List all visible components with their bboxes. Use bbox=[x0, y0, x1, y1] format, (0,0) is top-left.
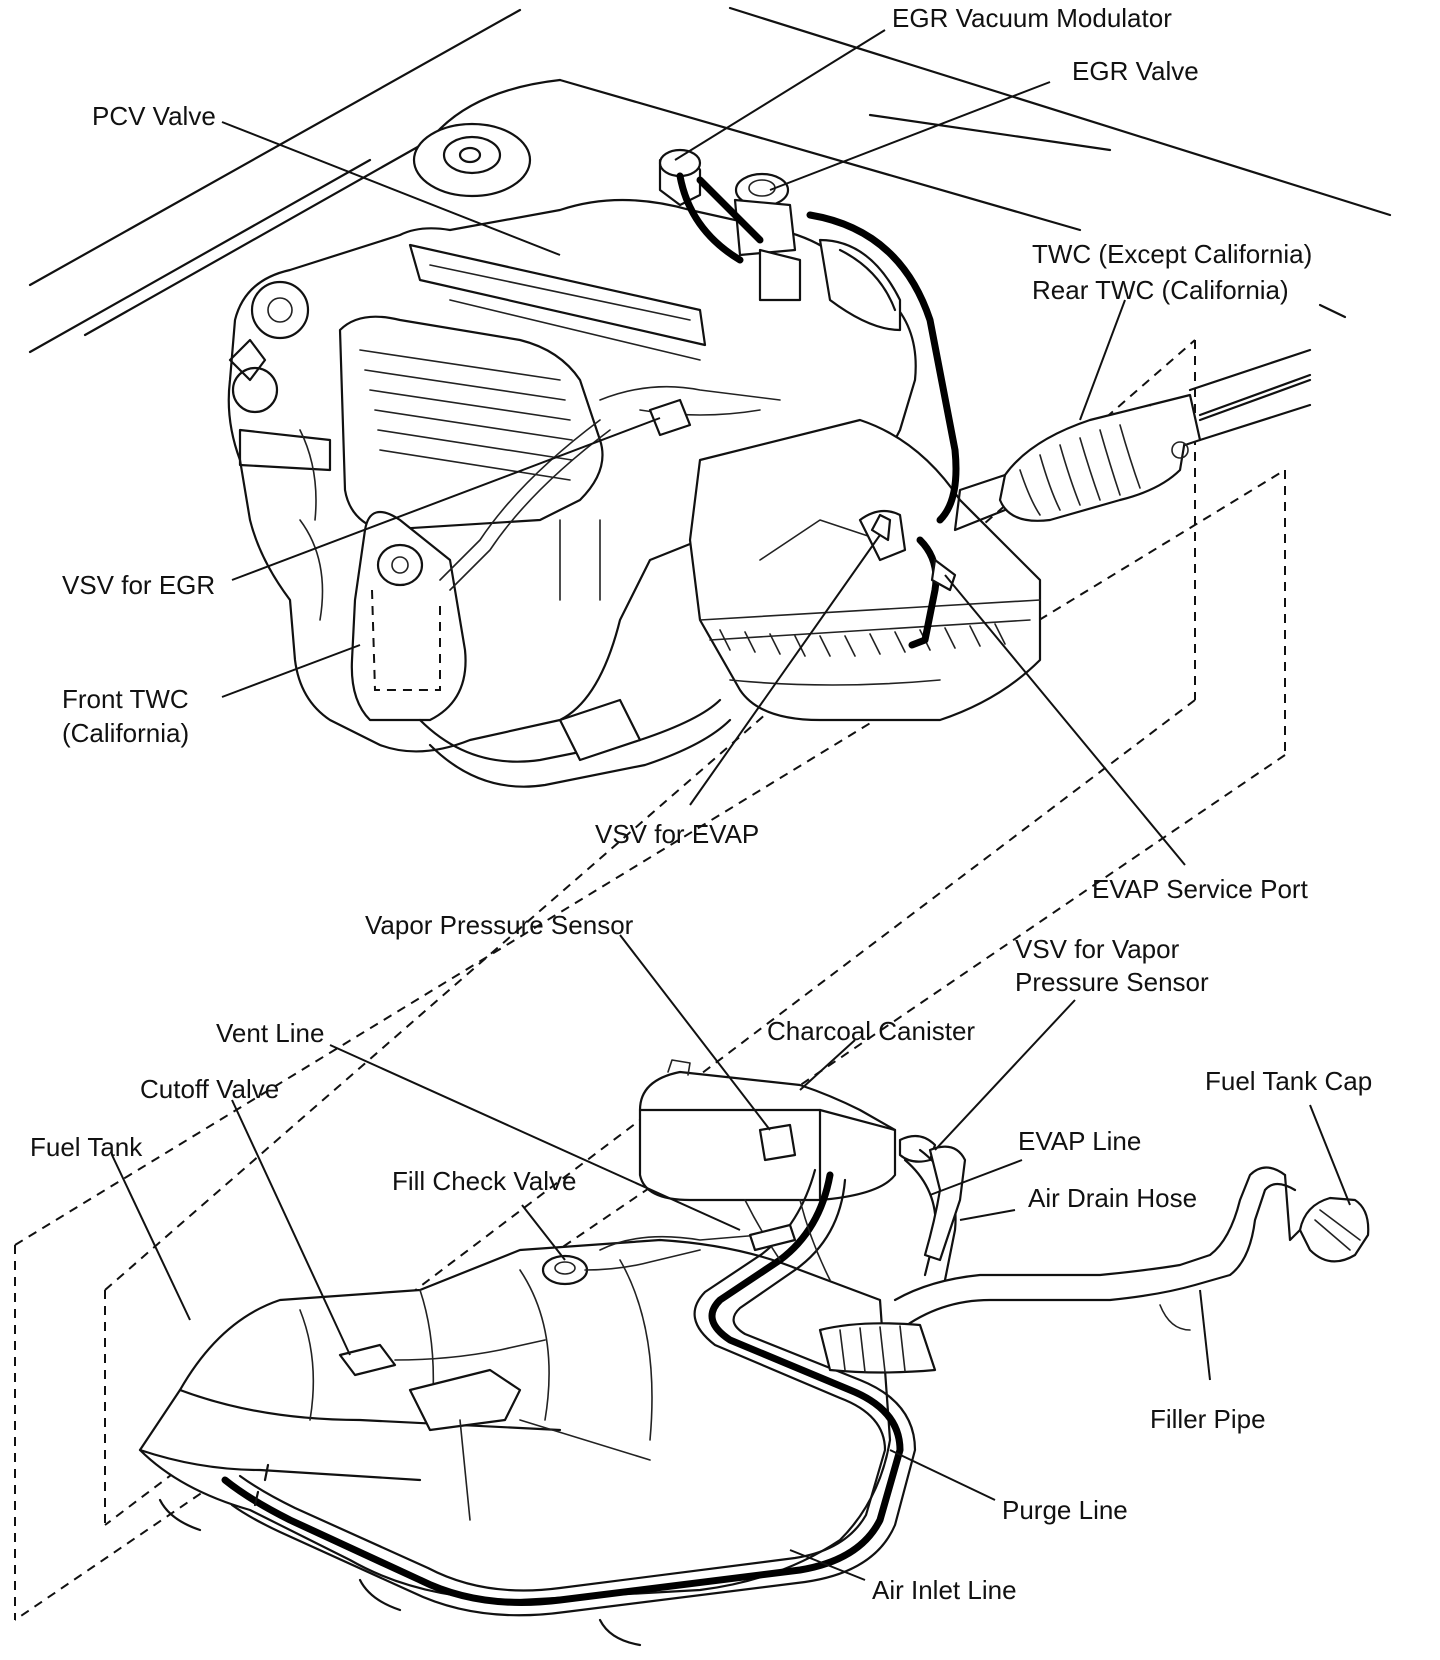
vsv-evap-assembly bbox=[858, 509, 957, 649]
filler-pipe-assembly bbox=[818, 1166, 1370, 1374]
label-filler-pipe: Filler Pipe bbox=[1150, 1404, 1266, 1434]
label-evap-service-port: EVAP Service Port bbox=[1092, 874, 1309, 904]
label-purge-line: Purge Line bbox=[1002, 1495, 1128, 1525]
label-charcoal-canister: Charcoal Canister bbox=[767, 1016, 975, 1046]
vent-and-evap-lines bbox=[744, 1145, 967, 1282]
label-air-drain-hose: Air Drain Hose bbox=[1028, 1183, 1197, 1213]
label-front-twc-california: (California) bbox=[62, 718, 189, 748]
label-pcv-valve: PCV Valve bbox=[92, 101, 216, 131]
label-vsv-for-vapor: VSV for Vapor bbox=[1015, 934, 1180, 964]
label-fuel-tank: Fuel Tank bbox=[30, 1132, 143, 1162]
label-front-twc: Front TWC bbox=[62, 684, 189, 714]
label-vent-line: Vent Line bbox=[216, 1018, 324, 1048]
label-evap-line: EVAP Line bbox=[1018, 1126, 1141, 1156]
callout-labels: EGR Vacuum Modulator EGR Valve PCV Valve… bbox=[30, 3, 1372, 1605]
purge-and-air-inlet-lines bbox=[221, 1168, 917, 1617]
fuel-tank bbox=[138, 1234, 892, 1647]
label-egr-vacuum-modulator: EGR Vacuum Modulator bbox=[892, 3, 1172, 33]
label-fuel-tank-cap: Fuel Tank Cap bbox=[1205, 1066, 1372, 1096]
label-vsv-for-vapor-pressure-sensor: Pressure Sensor bbox=[1015, 967, 1209, 997]
label-vsv-for-evap: VSV for EVAP bbox=[595, 819, 759, 849]
label-vapor-pressure-sensor: Vapor Pressure Sensor bbox=[365, 910, 634, 940]
label-vsv-for-egr: VSV for EGR bbox=[62, 570, 215, 600]
leader-lines bbox=[111, 29, 1351, 1581]
label-rear-twc-california: Rear TWC (California) bbox=[1032, 275, 1289, 305]
rear-twc bbox=[953, 373, 1312, 532]
charcoal-canister bbox=[638, 1059, 937, 1202]
label-egr-valve: EGR Valve bbox=[1072, 56, 1199, 86]
label-air-inlet-line: Air Inlet Line bbox=[872, 1575, 1017, 1605]
egr-vacuum-hoses bbox=[676, 172, 960, 524]
engine-assembly bbox=[227, 122, 1042, 788]
label-cutoff-valve: Cutoff Valve bbox=[140, 1074, 279, 1104]
label-twc-except-california: TWC (Except California) bbox=[1032, 239, 1312, 269]
label-fill-check-valve: Fill Check Valve bbox=[392, 1166, 576, 1196]
